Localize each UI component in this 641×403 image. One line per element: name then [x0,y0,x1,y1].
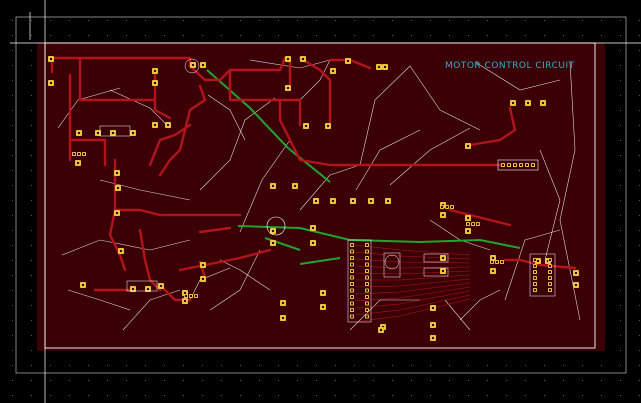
bus-line-7 [354,282,471,295]
bus-line-9 [354,290,471,309]
crosshair-cursor-icon [10,0,641,403]
airwire-18 [67,289,131,311]
red-trace-19 [468,106,517,147]
airwire-16 [349,299,420,331]
drawing-frame [15,16,627,374]
header-outline [497,159,539,171]
airwire-11 [559,61,581,321]
board-area[interactable] [37,43,605,351]
regulator-outline [383,252,401,278]
bus-line-5 [355,274,471,281]
red-trace-5 [228,68,302,102]
airwire-2 [61,239,191,256]
airwire-4 [199,97,276,191]
airwire-13 [504,229,561,301]
conn-outline [529,253,556,297]
airwire-22 [207,94,246,141]
red-trace-21 [198,226,232,234]
bus-line-10 [354,294,471,316]
airwire-12 [539,149,561,261]
airwire-6 [299,164,361,211]
airwire-19 [99,179,191,201]
airwire-26 [474,61,561,91]
airwire-17 [459,289,501,321]
airwire-8 [409,65,481,131]
airwire-1 [109,89,171,129]
red-trace-7 [158,84,207,177]
red-trace-13 [298,56,332,127]
airwire-5 [239,139,291,233]
green-trace-2 [299,257,341,265]
red-trace-8 [113,158,242,217]
resistor-outline-3 [99,125,131,137]
silkscreen-layer [57,59,581,331]
resistor-outline-2 [423,267,449,277]
red-trace-10 [138,228,162,292]
red-trace-6 [278,98,502,167]
red-trace-9 [108,208,127,272]
red-trace-1 [78,56,157,102]
airwire-9 [355,129,421,191]
airwire-10 [389,127,471,186]
red-trace-11 [148,123,192,167]
airwire-23 [249,59,331,69]
resistor-outline-4 [126,280,158,292]
red-trace-4 [188,56,287,82]
bus-line-8 [354,286,471,302]
green-trace-0 [206,69,331,183]
component-0 [384,254,400,270]
bus-line-0 [354,244,471,256]
airwire-25 [444,299,471,331]
bus-line-6 [354,278,471,288]
airwire-7 [359,65,411,166]
transistor-outline [266,216,286,236]
airwire-24 [219,259,271,291]
component-layer[interactable] [48,56,579,341]
airwire-0 [57,87,121,129]
red-trace-17 [448,208,512,227]
component-1 [184,58,200,74]
green-trace-1 [237,225,521,249]
red-trace-2 [68,73,107,167]
airwire-14 [209,249,261,311]
resistor-outline-1 [423,253,449,263]
bus-line-11 [354,298,471,323]
board-title: MOTOR CONTROL CIRCUIT [445,61,575,71]
airwire-20 [299,59,331,101]
ic-outline [347,239,372,323]
